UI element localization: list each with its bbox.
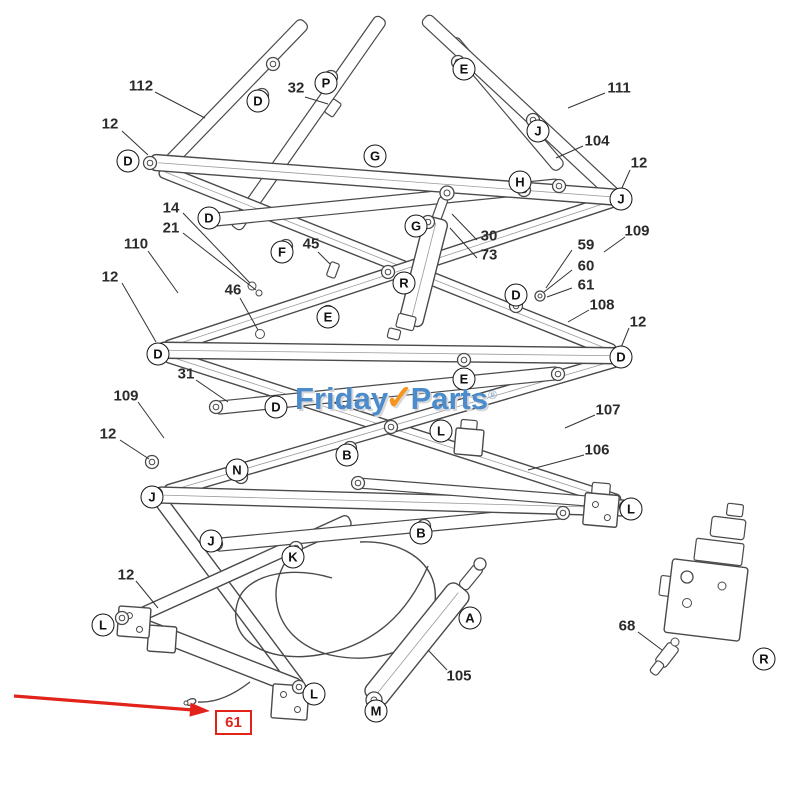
callout-D: D xyxy=(246,89,270,113)
callout-E: E xyxy=(452,57,476,81)
top-cylinder xyxy=(386,185,455,341)
part-number-45: 45 xyxy=(302,235,320,253)
callout-D: D xyxy=(609,345,633,369)
part-number-73: 73 xyxy=(480,246,498,264)
part-number-110: 110 xyxy=(123,235,149,253)
callout-D: D xyxy=(116,149,140,173)
watermark-check-icon: ✓ xyxy=(385,379,414,417)
part-number-12: 12 xyxy=(101,268,119,286)
part-number-12: 12 xyxy=(629,313,647,331)
part-number-112: 112 xyxy=(128,77,154,95)
part-number-59: 59 xyxy=(577,236,595,254)
valve-assembly xyxy=(649,502,749,676)
watermark-friday: Friday xyxy=(295,381,389,416)
watermark-logo: Friday✓Parts® xyxy=(295,378,497,418)
callout-L: L xyxy=(619,497,643,521)
callout-J: J xyxy=(526,119,550,143)
callout-J: J xyxy=(609,187,633,211)
part-number-108: 108 xyxy=(589,296,615,314)
part-number-21: 21 xyxy=(162,219,180,237)
callout-R: R xyxy=(392,271,416,295)
part-number-106: 106 xyxy=(584,441,610,459)
callout-M: M xyxy=(364,699,388,723)
watermark-registered-mark: ® xyxy=(488,388,497,402)
part-number-111: 111 xyxy=(607,79,631,97)
callout-R: R xyxy=(752,647,776,671)
part-number-12: 12 xyxy=(117,566,135,584)
part-number-105: 105 xyxy=(446,667,472,685)
callout-L: L xyxy=(91,613,115,637)
callout-D: D xyxy=(264,395,288,419)
callout-G: G xyxy=(363,144,387,168)
part-number-12: 12 xyxy=(101,115,119,133)
part-number-12: 12 xyxy=(99,425,117,443)
part-number-60: 60 xyxy=(577,257,595,275)
small-hardware xyxy=(247,98,546,339)
callout-B: B xyxy=(335,443,359,467)
leader-lines xyxy=(119,91,663,671)
part-number-68: 68 xyxy=(618,617,636,635)
part-number-46: 46 xyxy=(224,281,242,299)
part-number-31: 31 xyxy=(177,365,195,383)
callout-L: L xyxy=(429,419,453,443)
callout-L: L xyxy=(302,682,326,706)
callout-D: D xyxy=(146,342,170,366)
part-number-30: 30 xyxy=(480,227,498,245)
callout-J: J xyxy=(199,529,223,553)
callout-D: D xyxy=(197,206,221,230)
callout-E: E xyxy=(316,305,340,329)
callout-D: D xyxy=(504,283,528,307)
callout-G: G xyxy=(404,214,428,238)
part-number-109: 109 xyxy=(624,222,650,240)
callout-A: A xyxy=(458,606,482,630)
part-number-61: 61 xyxy=(577,276,595,294)
part-number-109: 109 xyxy=(113,387,139,405)
part-number-32: 32 xyxy=(287,79,305,97)
callout-F: F xyxy=(270,240,294,264)
callout-P: P xyxy=(314,71,338,95)
callout-E: E xyxy=(452,367,476,391)
hose-curves xyxy=(183,541,436,706)
callout-K: K xyxy=(281,545,305,569)
callout-B: B xyxy=(409,521,433,545)
watermark-parts: Parts xyxy=(410,381,489,416)
part-number-107: 107 xyxy=(595,401,621,419)
highlight-arrow xyxy=(13,694,210,717)
callout-N: N xyxy=(225,458,249,482)
part-number-104: 104 xyxy=(584,132,610,150)
part-number-12: 12 xyxy=(630,154,648,172)
callout-J: J xyxy=(140,485,164,509)
callout-H: H xyxy=(508,170,532,194)
highlighted-part-number-box: 61 xyxy=(215,710,252,735)
part-number-14: 14 xyxy=(162,199,180,217)
